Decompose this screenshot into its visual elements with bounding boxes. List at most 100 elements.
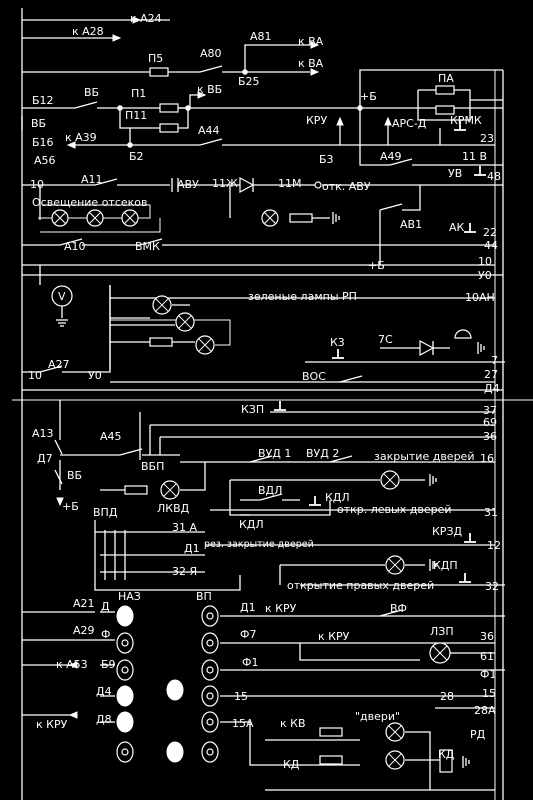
label-a21: А21: [73, 597, 95, 610]
label-d7: Д7: [37, 452, 53, 465]
label-krzd: КРЗД: [432, 525, 462, 538]
label-f1b: Ф1: [480, 668, 496, 681]
label-kvb: к ВБ: [197, 83, 222, 96]
lamp-cross: [198, 338, 212, 352]
fuse-icon: [435, 85, 455, 95]
label-f1a: Ф1: [242, 656, 258, 669]
label-kdl1: КДЛ: [325, 491, 350, 504]
wire: [62, 285, 111, 373]
label-a49: А49: [380, 150, 402, 163]
label-vud1: ВУД 1: [258, 447, 291, 460]
label-plusb3: +Б: [62, 500, 79, 513]
label-zel: зеленые лампы РП: [248, 290, 357, 303]
diode-icon: [419, 339, 435, 357]
label-a44: А44: [198, 124, 220, 137]
wire: [359, 108, 390, 166]
label-lzp: ЛЗП: [430, 625, 454, 638]
label-u0b: У0: [88, 369, 102, 382]
label-b3: Б3: [319, 153, 334, 166]
label-dveri: "двери": [355, 710, 400, 723]
label-ya32: 32 Я: [172, 565, 197, 578]
label-uv: УВ: [448, 167, 462, 180]
label-n16: 16: [480, 452, 494, 465]
relay-icon: [439, 749, 453, 773]
label-n36a: 36: [483, 430, 497, 443]
label-a45: А45: [100, 430, 122, 443]
junction-dot: [117, 105, 123, 111]
label-p5: П5: [148, 52, 163, 65]
switch-contact: [329, 455, 353, 463]
lamp-cross: [432, 645, 448, 661]
label-otkavu: отк. АВУ: [322, 180, 371, 193]
label-kkru3: к КРУ: [36, 718, 68, 731]
diode-icon: [239, 176, 255, 194]
wire: [94, 520, 241, 591]
lamp-cross: [388, 725, 402, 739]
fuse-icon: [435, 105, 455, 115]
label-a81: А81: [250, 30, 272, 43]
label-kkv: к КВ: [280, 717, 306, 730]
label-n27: 27: [484, 368, 498, 381]
label-f: Ф: [101, 628, 110, 641]
connector-pin-filled: [116, 711, 134, 733]
wire: [222, 44, 310, 73]
connector-pin-filled: [116, 605, 134, 627]
switch-contact: [94, 178, 118, 186]
fuse-icon: [159, 103, 179, 113]
switch-contact: [74, 101, 98, 109]
label-n32: 32: [485, 580, 499, 593]
label-vdl: ВДЛ: [258, 484, 282, 497]
label-b12: Б12: [32, 94, 54, 107]
junction-dot: [242, 69, 248, 75]
label-p1: П1: [131, 87, 146, 100]
label-n11v: 11 В: [462, 150, 487, 163]
label-kkru1: к КРУ: [265, 602, 297, 615]
label-n69: 69: [483, 416, 497, 429]
resistor-icon: [149, 337, 173, 347]
wire: [249, 722, 265, 766]
arrow-right-icon: [132, 16, 142, 24]
label-vb1: ВБ: [84, 86, 99, 99]
switch-contact: [54, 469, 63, 485]
label-rez: рез. закрытие дверей: [204, 539, 314, 550]
voltmeter-icon: [51, 285, 73, 307]
label-d1b: Д1: [240, 601, 256, 614]
label-b2: Б2: [129, 150, 144, 163]
label-vb3: ВБ: [67, 469, 82, 482]
label-kzp: КЗП: [241, 403, 264, 416]
label-kkru2: к КРУ: [318, 630, 350, 643]
label-vbp: ВБП: [141, 460, 164, 473]
label-plusb1: +Б: [360, 90, 377, 103]
components: [39, 16, 486, 773]
label-naz: НАЗ: [118, 590, 141, 603]
label-pa: ПА: [438, 72, 454, 85]
label-n15a: 15: [234, 690, 248, 703]
arrow-right-icon: [310, 68, 320, 76]
wire: [240, 500, 331, 516]
fuse-icon: [159, 123, 179, 133]
label-kdp: КДП: [433, 559, 458, 572]
label-p11: П11: [125, 109, 147, 122]
label-vos: ВОС: [302, 370, 326, 383]
switch-contact: [199, 138, 223, 146]
wire: [359, 69, 503, 108]
wire: [402, 185, 421, 211]
lamp-cross: [163, 483, 177, 497]
label-a10: А10: [64, 240, 86, 253]
label-a15: 15А: [232, 717, 254, 730]
label-osv: Освещение отсеков: [32, 196, 148, 209]
label-kva2: к ВА: [298, 57, 324, 70]
wire: [299, 643, 420, 661]
connector-pin-center: [121, 748, 129, 756]
label-otkrl: откр. левых дверей: [337, 503, 452, 516]
lamp-cross: [178, 315, 192, 329]
horn-icon: [454, 329, 472, 339]
label-vb2: ВБ: [31, 117, 46, 130]
lamp-cross: [124, 212, 136, 224]
label-c7: 7С: [378, 333, 393, 346]
label-n10b: 10: [478, 255, 492, 268]
lamp-cross: [54, 212, 66, 224]
connector-pin-filled: [166, 741, 184, 763]
resistor-icon: [319, 755, 343, 765]
label-vmk: ВМК: [135, 240, 160, 253]
